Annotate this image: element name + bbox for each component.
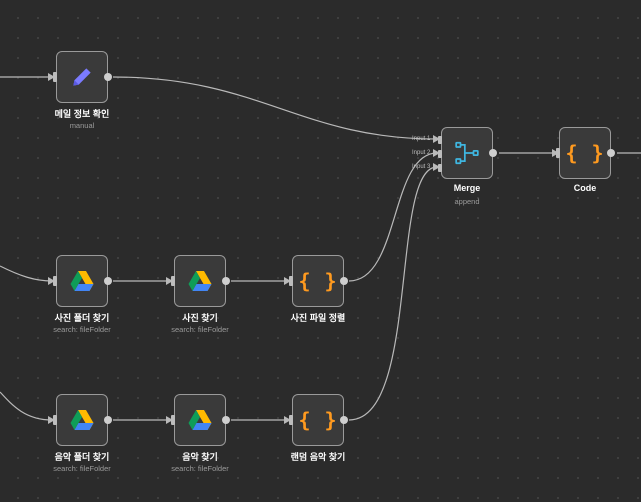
output-handle[interactable] — [104, 73, 112, 81]
node-title: 메일 정보 확인 — [54, 109, 110, 119]
output-handle[interactable] — [222, 416, 230, 424]
pencil-icon — [69, 64, 95, 90]
input-handle[interactable] — [53, 276, 57, 286]
node-subtitle: search: fileFolder — [171, 325, 229, 334]
merge-input-handle-3[interactable] — [438, 164, 442, 172]
input-handle[interactable] — [556, 148, 560, 158]
node-photo-sort-code[interactable]: { } — [289, 255, 348, 307]
node-random-music-code[interactable]: { } — [289, 394, 348, 446]
node-title: 사진 파일 정렬 — [290, 313, 346, 323]
merge-input-label: Input 2 — [412, 150, 431, 156]
merge-input-handle-2[interactable] — [438, 150, 442, 158]
node-photo-folder-search[interactable] — [53, 255, 112, 307]
node-title: 사진 찾기 — [182, 313, 218, 323]
output-handle[interactable] — [104, 277, 112, 285]
connection-line — [0, 391, 53, 421]
node-music-folder-search[interactable] — [53, 394, 112, 446]
input-handle[interactable] — [53, 415, 57, 425]
merge-input-label: Input 3 — [412, 164, 431, 170]
code-braces-icon: { } — [565, 141, 605, 165]
output-handle[interactable] — [489, 149, 497, 157]
node-music-search[interactable] — [171, 394, 230, 446]
connection-line — [0, 265, 53, 282]
merge-input-handle-1[interactable] — [438, 136, 442, 144]
input-handle[interactable] — [171, 415, 175, 425]
node-edit-mail-info[interactable] — [53, 51, 112, 103]
google-drive-icon — [70, 409, 94, 431]
output-handle[interactable] — [340, 416, 348, 424]
node-title: 음악 폴더 찾기 — [54, 452, 110, 462]
code-braces-icon: { } — [298, 269, 338, 293]
merge-input-label: Input 1 — [412, 136, 431, 142]
node-title: 음악 찾기 — [182, 452, 218, 462]
connection-line — [112, 76, 438, 140]
node-title: 랜덤 음악 찾기 — [290, 452, 346, 462]
code-braces-icon: { } — [298, 408, 338, 432]
node-subtitle: search: fileFolder — [171, 464, 229, 473]
google-drive-icon — [188, 270, 212, 292]
input-handle[interactable] — [289, 276, 293, 286]
input-handle[interactable] — [53, 72, 57, 82]
google-drive-icon — [188, 409, 212, 431]
output-handle[interactable] — [222, 277, 230, 285]
merge-icon — [454, 140, 480, 166]
node-subtitle: search: fileFolder — [53, 325, 111, 334]
connection-line — [348, 152, 438, 282]
output-handle[interactable] — [340, 277, 348, 285]
google-drive-icon — [70, 270, 94, 292]
input-handle[interactable] — [171, 276, 175, 286]
node-title: Merge — [453, 183, 481, 193]
node-code[interactable]: { } — [556, 127, 615, 179]
node-photo-search[interactable] — [171, 255, 230, 307]
input-handle[interactable] — [289, 415, 293, 425]
output-handle[interactable] — [607, 149, 615, 157]
node-title: Code — [573, 183, 597, 193]
node-merge[interactable] — [438, 127, 497, 179]
node-subtitle: manual — [69, 121, 95, 130]
node-subtitle: append — [454, 197, 480, 206]
node-subtitle: search: fileFolder — [53, 464, 111, 473]
output-handle[interactable] — [104, 416, 112, 424]
node-title: 사진 폴더 찾기 — [54, 313, 110, 323]
